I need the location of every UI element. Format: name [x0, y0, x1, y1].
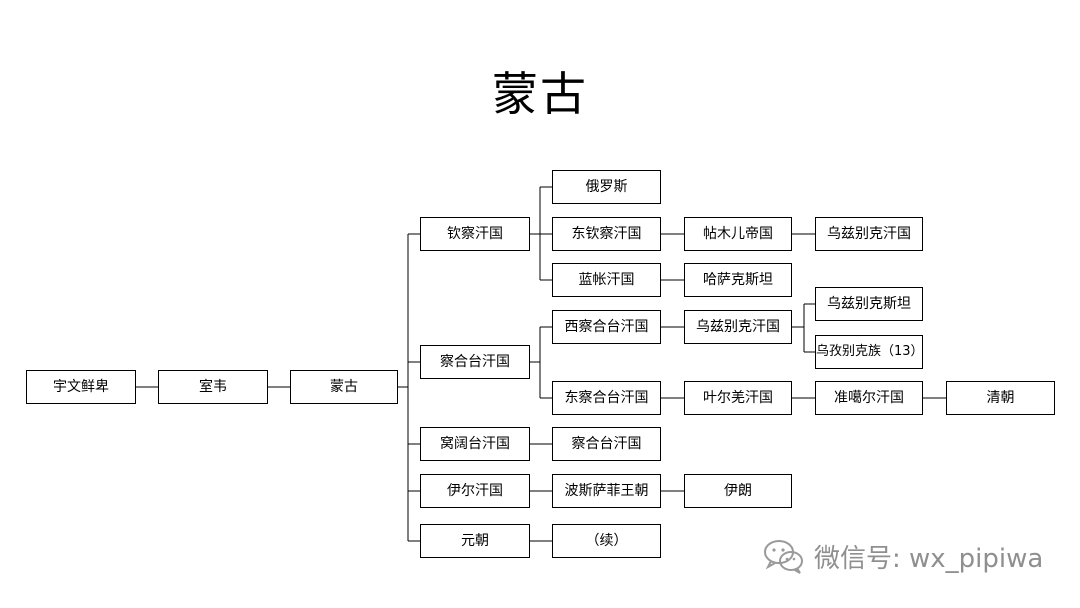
node-qing: 清朝 — [946, 381, 1055, 415]
page-title: 蒙古 — [492, 67, 588, 121]
node-qincha: 钦察汗国 — [420, 217, 530, 251]
node-wuzibieke-zu: 乌孜别克族（13） — [815, 335, 923, 369]
node-dong-qincha: 东钦察汗国 — [552, 217, 661, 251]
node-chagatai: 察合台汗国 — [420, 345, 530, 379]
node-xu: （续） — [552, 524, 661, 558]
wechat-icon — [764, 540, 803, 574]
node-dong-chagatai: 东察合台汗国 — [552, 381, 661, 415]
node-lanzhang: 蓝帐汗国 — [552, 263, 661, 297]
node-yuwen-xianbei: 宇文鲜卑 — [26, 370, 136, 404]
node-tiemuer: 帖木儿帝国 — [684, 217, 792, 251]
node-wokuotai: 窝阔台汗国 — [420, 427, 530, 461]
node-yeerqiang: 叶尔羌汗国 — [684, 381, 792, 415]
node-chagatai-2: 察合台汗国 — [552, 427, 661, 461]
node-xi-chagatai: 西察合台汗国 — [552, 310, 661, 344]
node-wuzibieke-xi: 乌兹别克汗国 — [684, 310, 792, 344]
watermark-text: 微信号: wx_pipiwa — [814, 543, 1044, 574]
node-yilang: 伊朗 — [684, 474, 792, 508]
node-menggu: 蒙古 — [290, 370, 398, 404]
node-zhungeer: 准噶尔汗国 — [815, 381, 923, 415]
node-yuan: 元朝 — [420, 524, 530, 558]
node-wuzibieke-stan: 乌兹别克斯坦 — [815, 287, 923, 321]
node-wuzibieke-tm: 乌兹别克汗国 — [815, 217, 923, 251]
node-eluosi: 俄罗斯 — [552, 170, 661, 204]
node-yier: 伊尔汗国 — [420, 474, 530, 508]
node-bosi-safei: 波斯萨菲王朝 — [552, 474, 661, 508]
node-hasake: 哈萨克斯坦 — [684, 263, 792, 297]
watermark: 微信号: wx_pipiwa — [762, 536, 1043, 576]
node-shiwei: 室韦 — [158, 370, 268, 404]
